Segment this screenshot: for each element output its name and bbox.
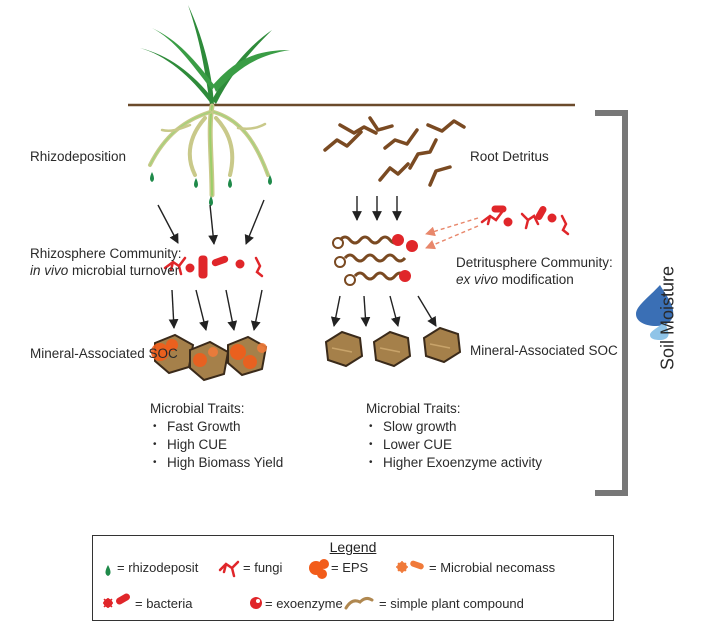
rhizosphere-community-label: Rhizosphere Community: in vivo microbial… bbox=[30, 245, 182, 279]
soil-moisture-bracket bbox=[595, 110, 628, 496]
right-arrows-top bbox=[352, 196, 402, 221]
ex-vivo-text: ex vivo bbox=[456, 272, 499, 287]
legend-eps: = EPS bbox=[331, 560, 369, 575]
detritusphere-community-line2: ex vivo modification bbox=[456, 271, 613, 288]
left-trait-item: Fast Growth bbox=[153, 418, 283, 436]
exoenzyme-icon bbox=[250, 597, 262, 609]
right-trait-item: Higher Exoenzyme activity bbox=[369, 454, 542, 472]
right-traits-list: Slow growth Lower CUE Higher Exoenzyme a… bbox=[369, 418, 542, 472]
detritusphere-community-label: Detritusphere Community: ex vivo modific… bbox=[456, 254, 613, 288]
bacteria-icon bbox=[103, 593, 130, 608]
right-trait-item: Slow growth bbox=[369, 418, 542, 436]
right-mineral-soc-icon bbox=[324, 326, 462, 368]
plant-compound-icon bbox=[344, 596, 374, 610]
legend-necromass: = Microbial necomass bbox=[429, 560, 556, 575]
rhizodeposit-icon bbox=[105, 565, 111, 576]
right-traits: Microbial Traits: Slow growth Lower CUE … bbox=[366, 400, 542, 472]
left-trait-item: High CUE bbox=[153, 436, 283, 454]
legend-exoenzyme: = exoenzyme bbox=[265, 596, 343, 611]
rhizosphere-community-line2: in vivo microbial turnover bbox=[30, 262, 182, 279]
legend-title: Legend bbox=[329, 539, 377, 555]
rhizodeposition-label: Rhizodeposition bbox=[30, 149, 127, 164]
root-detritus-label: Root Detritus bbox=[470, 149, 549, 164]
right-arrows-bottom bbox=[330, 295, 437, 327]
necromass-icon bbox=[396, 560, 424, 573]
turnover-text: microbial turnover bbox=[68, 263, 180, 278]
right-traits-heading: Microbial Traits: bbox=[366, 401, 461, 416]
legend-bacteria: = bacteria bbox=[135, 596, 193, 611]
detritusphere-microbes-icon bbox=[480, 205, 570, 236]
legend-icons bbox=[103, 559, 424, 610]
legend-box: Legend = rhizodeposit = fungi = EPS = Mi… bbox=[92, 535, 614, 621]
plant-shoot-icon bbox=[140, 5, 290, 105]
right-trait-item: Lower CUE bbox=[369, 436, 542, 454]
right-soc-label: Mineral-Associated SOC bbox=[470, 343, 618, 358]
left-traits-heading: Microbial Traits: bbox=[150, 401, 245, 416]
left-mineral-soc-icon bbox=[151, 333, 268, 382]
eps-icon bbox=[309, 559, 329, 579]
modification-text: modification bbox=[498, 272, 574, 287]
detritusphere-community-line1: Detritusphere Community: bbox=[456, 255, 613, 270]
left-trait-item: High Biomass Yield bbox=[153, 454, 283, 472]
legend-rhizodeposit: = rhizodeposit bbox=[117, 560, 199, 575]
legend-fungi: = fungi bbox=[243, 560, 283, 575]
left-arrows-bottom bbox=[168, 289, 263, 331]
moisture-drops-icon bbox=[636, 285, 674, 340]
left-soc-label: Mineral-Associated SOC bbox=[30, 346, 178, 361]
plant-roots-icon bbox=[148, 103, 270, 198]
left-traits-list: Fast Growth High CUE High Biomass Yield bbox=[153, 418, 283, 472]
dashed-arrows bbox=[425, 217, 479, 250]
left-arrows-top bbox=[157, 199, 265, 245]
soil-moisture-label: Soil Moisture bbox=[657, 265, 678, 371]
root-detritus-icon bbox=[323, 116, 466, 187]
rhizodeposit-drops bbox=[150, 172, 272, 206]
fungi-icon bbox=[218, 560, 240, 578]
legend-plant-compound: = simple plant compound bbox=[379, 596, 524, 611]
rhizosphere-community-line1: Rhizosphere Community: bbox=[30, 246, 182, 261]
rhizosphere-microbes-icon bbox=[163, 255, 264, 279]
in-vivo-text: in vivo bbox=[30, 263, 69, 278]
left-traits: Microbial Traits: Fast Growth High CUE H… bbox=[150, 400, 283, 472]
detritus-chains-icon bbox=[332, 234, 418, 286]
